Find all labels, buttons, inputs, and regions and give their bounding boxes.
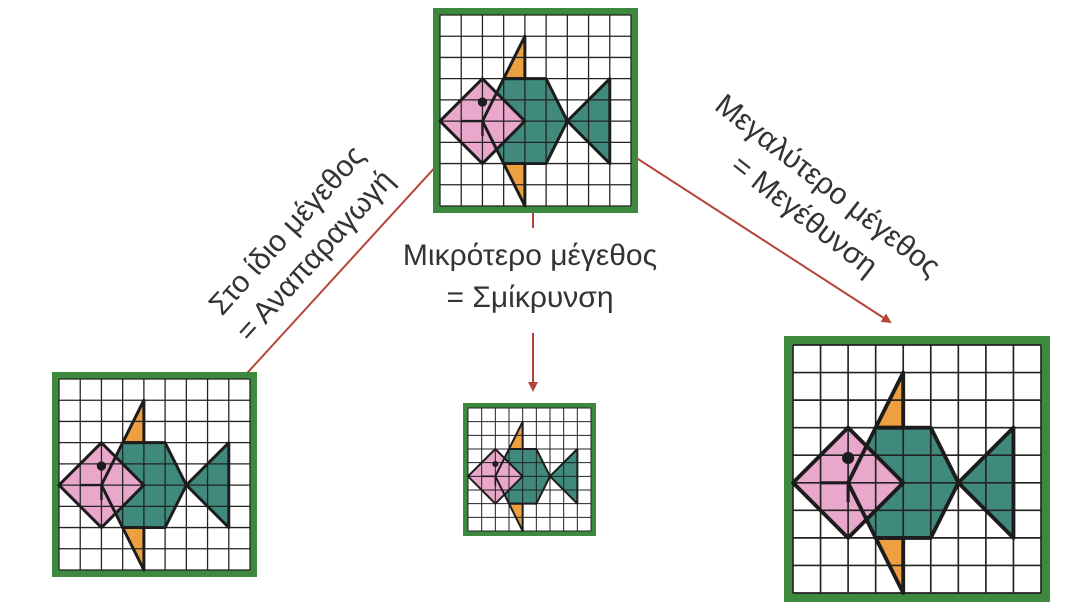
- fish-grid-original: [433, 8, 638, 213]
- fish-eye: [477, 97, 488, 107]
- fish-head-outline: [791, 425, 906, 540]
- fish-eye: [492, 461, 499, 468]
- fish-head-outline: [438, 77, 527, 166]
- label-smaller-line2: = Σμίκρυνση: [446, 281, 613, 314]
- fish-head-outline: [57, 441, 146, 530]
- fish-grid-smaller: [463, 403, 596, 536]
- fish-tail-outline: [549, 448, 579, 505]
- fish-grid-same-size: [52, 372, 257, 577]
- arrow-to-larger: [589, 127, 892, 324]
- fish-tail-outline: [565, 77, 612, 166]
- fish-grid-larger: [784, 336, 1050, 602]
- fish-eye: [96, 461, 107, 471]
- fish-mouth: [461, 119, 484, 136]
- label-larger: Μεγαλύτερο μέγεθος = Μεγέθυνση: [709, 88, 946, 284]
- label-same-size: Στο ίδιο μέγεθος = Αναπαραγωγή: [203, 139, 401, 348]
- fish-head-outline: [467, 448, 524, 505]
- fish-mouth: [481, 475, 497, 486]
- fish-tail-outline: [184, 441, 231, 530]
- fish-mouth: [820, 481, 850, 503]
- fish-tail-outline: [956, 425, 1016, 540]
- fish-mouth: [80, 483, 103, 500]
- label-smaller-line1: Μικρότερο μέγεθος: [403, 239, 657, 272]
- label-smaller: Μικρότερο μέγεθος = Σμίκρυνση: [403, 239, 657, 314]
- fish-eye: [842, 451, 855, 465]
- arrow-to-same-size: [216, 139, 461, 407]
